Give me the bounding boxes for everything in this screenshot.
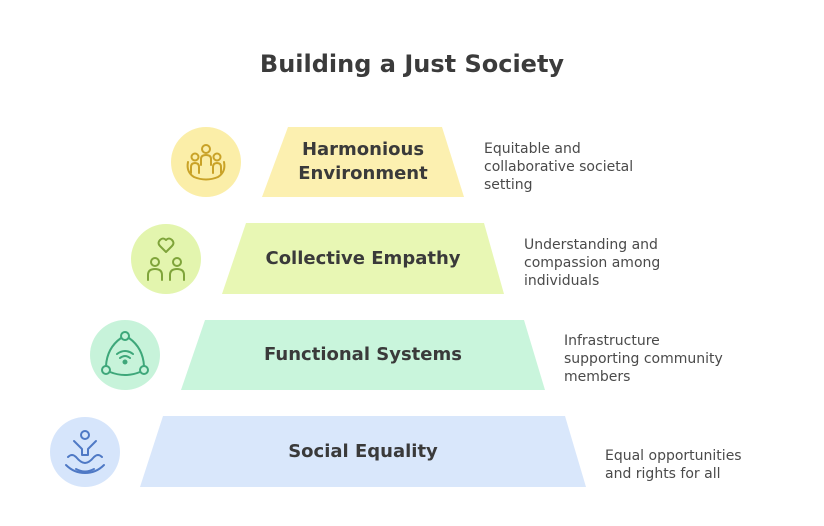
tier-description-functional-systems: Infrastructure supporting community memb… <box>564 333 723 385</box>
network-triangle-icon <box>90 320 160 390</box>
tier-shape-harmonious-environment <box>262 127 464 197</box>
tier-shape-functional-systems <box>181 320 545 390</box>
diagram-title: Building a Just Society <box>259 50 565 78</box>
tier-label-harmonious-environment: Harmonious Environment <box>298 139 428 184</box>
tier-description-collective-empathy: Understanding and compassion among indiv… <box>524 237 661 289</box>
tier-label-collective-empathy: Collective Empathy <box>265 247 461 269</box>
tier-description-harmonious-environment: Equitable and collaborative societal set… <box>484 141 634 193</box>
people-heart-icon <box>131 224 201 294</box>
tier-shape-social-equality <box>140 416 586 487</box>
tier-shape-collective-empathy <box>222 223 504 294</box>
tier-description-social-equality: Equal opportunities and rights for all <box>605 448 742 482</box>
community-group-icon <box>171 127 241 197</box>
tier-label-social-equality: Social Equality <box>288 440 438 462</box>
tier-label-functional-systems: Functional Systems <box>264 344 462 365</box>
supported-person-icon <box>50 417 120 487</box>
